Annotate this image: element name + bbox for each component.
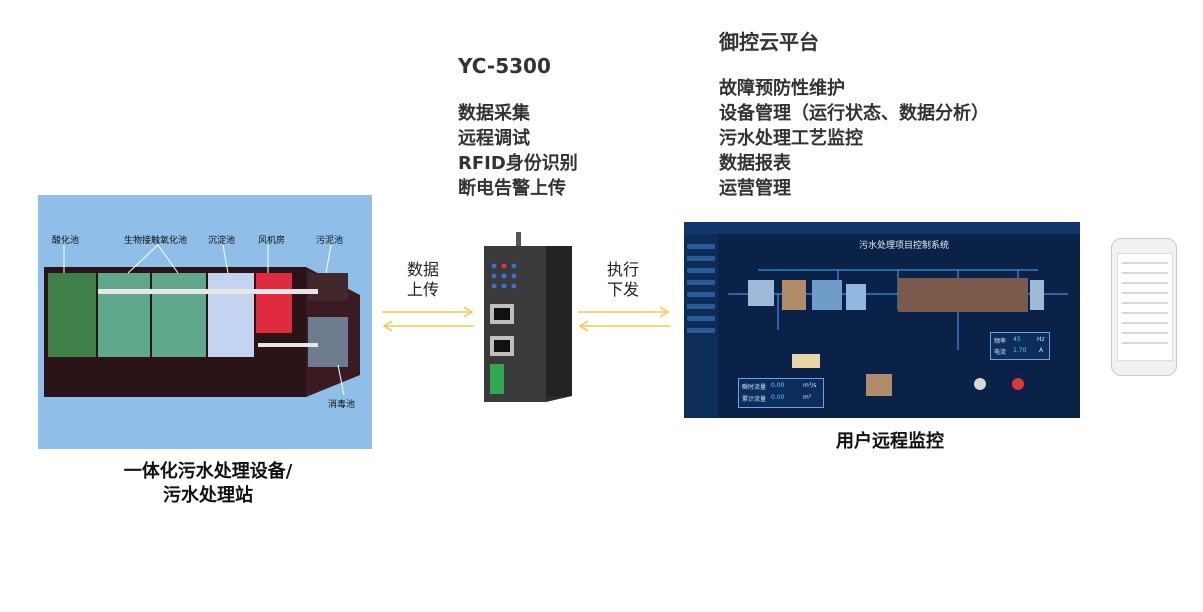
platform-feature: 数据报表 [719,153,791,174]
scada-process-diagram [728,269,1068,396]
upload-label: 数据 上传 [398,260,448,300]
scada-title: 污水处理项目控制系统 [858,241,949,251]
tank-caption: 一体化污水处理设备/ 污水处理站 [68,460,348,508]
scada-header-bar [684,222,1080,234]
upload-arrows [382,306,474,332]
dispatch-label-line1: 执行 [606,260,639,279]
gateway-model: YC-5300 [458,54,551,78]
scada-nav-item[interactable] [687,292,715,297]
mobile-phone-image [1111,238,1177,376]
current-label: 电流 [994,349,1007,356]
gateway-feature: 远程调试 [458,128,530,149]
current-value: 1.70 [1013,347,1027,354]
platform-feature: 运营管理 [719,178,791,199]
platform-feature: 污水处理工艺监控 [719,128,863,149]
tank-illustration [38,195,372,449]
dispatch-label-line2: 下发 [606,280,639,299]
phone-screen [1117,253,1173,361]
platform-feature: 故障预防性维护 [719,78,845,99]
tank-caption-line2: 污水处理站 [163,485,253,506]
scada-caption: 用户远程监控 [836,431,944,452]
instant-flow-value: 0.00 [771,382,785,389]
total-flow-label: 累计流量 [742,396,767,403]
scada-nav-item[interactable] [687,316,715,321]
tank-label-bio-contact: 生物接触氧化池 [124,236,188,246]
instant-flow-unit: m³/s [803,382,817,389]
freq-label: 频率 [994,338,1007,345]
tank-label-disinfection: 消毒池 [328,400,356,410]
platform-feature: 设备管理（运行状态、数据分析） [719,103,989,124]
gateway-feature-list: 数据采集 远程调试 RFID身份识别 断电告警上传 [458,101,578,201]
freq-unit: Hz [1037,336,1045,343]
scada-nav-item[interactable] [687,268,715,273]
freq-value: 45 [1013,336,1021,343]
gateway-feature: 数据采集 [458,103,530,124]
platform-title: 御控云平台 [719,30,819,54]
gateway-feature: 断电告警上传 [458,178,566,199]
flow-readout-panel: 瞬时流量 0.00 m³/s 累计流量 0.00 m³ [738,378,824,408]
scada-nav-item[interactable] [687,328,715,333]
sewage-tank-image: 酸化池 生物接触氧化池 沉淀池 风机房 污泥池 消毒池 [38,195,372,449]
dispatch-arrows [578,306,670,332]
gateway-device-image [484,232,572,402]
tank-label-acidification: 酸化池 [52,236,80,246]
gateway-feature: RFID身份识别 [458,153,578,174]
tank-caption-line1: 一体化污水处理设备/ [123,461,293,482]
scada-monitoring-screen: 污水处理项目控制系统 频率 45 Hz 电流 1.70 A 瞬时流量 0.00 … [684,222,1080,418]
tank-label-blower-room: 风机房 [258,236,286,246]
total-flow-value: 0.00 [771,394,785,401]
scada-sidebar [684,234,718,418]
dispatch-label: 执行 下发 [598,260,648,300]
tank-label-sedimentation: 沉淀池 [208,236,236,246]
tank-label-sludge: 污泥池 [316,236,344,246]
upload-label-line1: 数据 [406,260,439,279]
drive-readout-panel: 频率 45 Hz 电流 1.70 A [990,332,1050,360]
scada-nav-item[interactable] [687,304,715,309]
scada-nav-item[interactable] [687,256,715,261]
instant-flow-label: 瞬时流量 [742,384,767,391]
upload-label-line2: 上传 [406,280,439,299]
scada-nav-item[interactable] [687,244,715,249]
platform-feature-list: 故障预防性维护 设备管理（运行状态、数据分析） 污水处理工艺监控 数据报表 运营… [719,76,989,201]
scada-nav-item[interactable] [687,280,715,285]
total-flow-unit: m³ [803,394,812,401]
current-unit: A [1039,347,1044,354]
